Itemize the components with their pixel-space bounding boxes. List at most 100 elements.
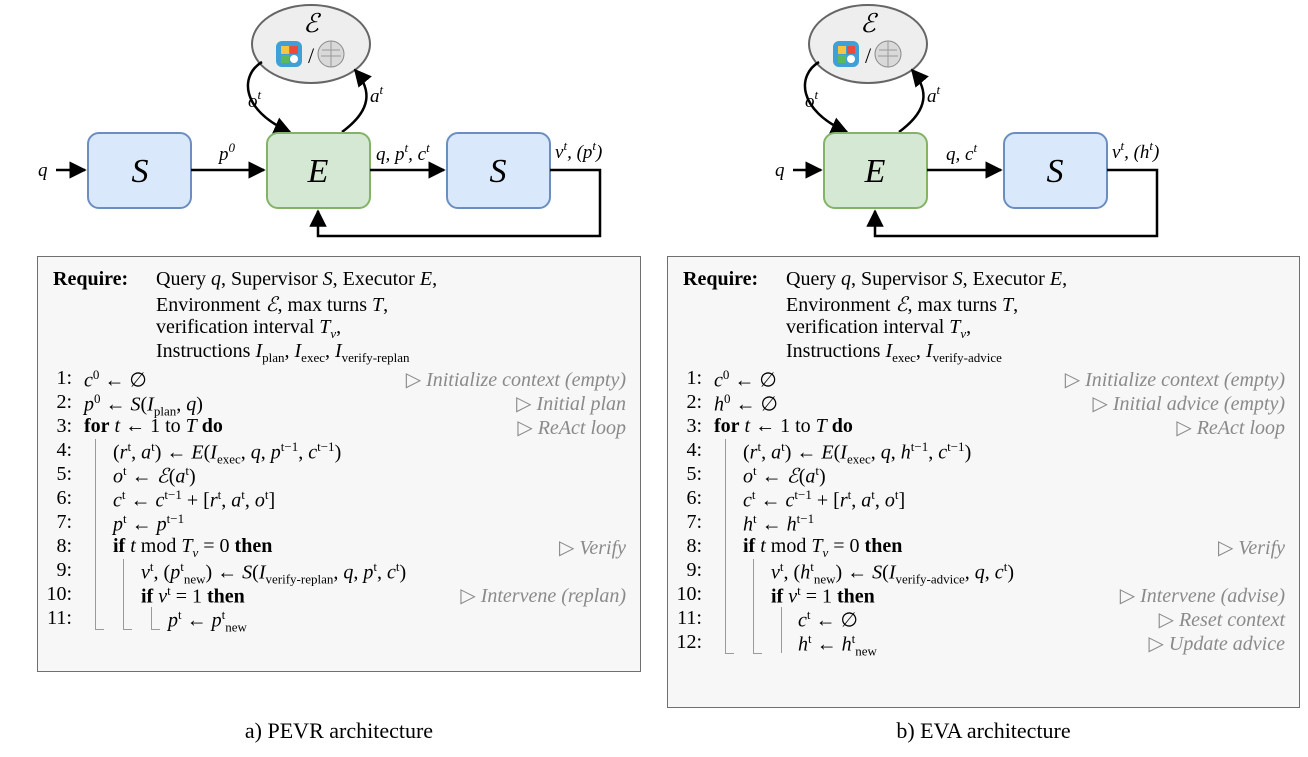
code-line: ot ← ℰ(at) — [743, 463, 826, 488]
code-line: ct ← ct−1 + [rt, at, ot] — [743, 487, 906, 512]
require-line: Environment ℰ, max turns T, — [786, 294, 1019, 316]
verify-output-label: vt, (ht) — [1112, 138, 1159, 163]
comment: ▷ Verify — [558, 537, 626, 559]
obs-label: ot — [805, 87, 819, 112]
code-line: pt ← pt−1 — [113, 511, 185, 536]
line-number: 1: — [56, 367, 72, 389]
comment: ▷ Initialize context (empty) — [405, 369, 626, 391]
code-line: vt, (ptnew) ← S(Iverify-replan, q, pt, c… — [141, 559, 407, 587]
line-number: 11: — [47, 607, 72, 629]
comment: ▷ Verify — [1217, 537, 1285, 559]
line-number: 2: — [56, 391, 72, 413]
act-label: at — [927, 82, 941, 107]
plan-label: p0 — [217, 140, 236, 165]
comment: ▷ ReAct loop — [1176, 417, 1285, 439]
executor-box-label: E — [864, 153, 886, 190]
comment: ▷ Intervene (replan) — [460, 585, 626, 607]
input-q-label: q — [38, 160, 48, 181]
code-line: if vt = 1 then — [141, 583, 245, 608]
eva-algorithm-box: Require: Query q, Supervisor S, Executor… — [667, 256, 1300, 708]
line-number: 3: — [686, 415, 702, 437]
require-line: verification interval Tv, — [156, 316, 342, 341]
line-number: 4: — [56, 439, 72, 461]
line-number: 2: — [686, 391, 702, 413]
search-engine-icon — [833, 41, 859, 67]
code-line: c0 ← ∅ — [84, 367, 147, 392]
line-number: 10: — [676, 583, 702, 605]
code-line: vt, (htnew) ← S(Iverify-advice, q, ct) — [771, 559, 1014, 587]
wikipedia-globe-icon — [874, 40, 902, 68]
code-line: p0 ← S(Iplan, q) — [84, 391, 203, 419]
for-block-bar — [725, 439, 734, 654]
line-number: 12: — [676, 631, 702, 653]
code-line: for t ← 1 to T do — [84, 415, 223, 437]
line-number: 7: — [686, 511, 702, 533]
line-number: 6: — [686, 487, 702, 509]
line-number: 8: — [56, 535, 72, 557]
act-label: at — [370, 82, 384, 107]
comment: ▷ Initialize context (empty) — [1064, 369, 1285, 391]
feedback-arrow — [866, 168, 1159, 238]
code-line: ht ← htnew — [798, 631, 877, 659]
feedback-arrow — [309, 168, 602, 238]
pevr-diagram: ℰ / ot at q S p0 E q, pt, ct — [38, 4, 602, 238]
line-number: 5: — [56, 463, 72, 485]
line-number: 3: — [56, 415, 72, 437]
action-arrow — [898, 68, 929, 134]
code-line: pt ← ptnew — [168, 607, 247, 635]
line-number: 4: — [686, 439, 702, 461]
exec-output-label: q, ct — [946, 140, 977, 165]
require-line: Instructions Iplan, Iexec, Iverify-repla… — [156, 340, 410, 365]
if-block-bar — [123, 559, 132, 630]
verifier-box-label: S — [490, 153, 507, 190]
exec-output-label: q, pt, ct — [376, 140, 430, 165]
require-line: Query q, Supervisor S, Executor E, — [156, 268, 438, 290]
line-number: 11: — [677, 607, 702, 629]
line-number: 10: — [46, 583, 72, 605]
line-number: 7: — [56, 511, 72, 533]
action-arrow — [341, 68, 372, 134]
line-number: 8: — [686, 535, 702, 557]
line-number: 9: — [56, 559, 72, 581]
if-block-bar — [753, 559, 762, 654]
executor-box-label: E — [307, 153, 329, 190]
comment: ▷ ReAct loop — [517, 417, 626, 439]
line-number: 9: — [686, 559, 702, 581]
require-keyword: Require: — [53, 268, 129, 290]
verify-output-label: vt, (pt) — [555, 138, 602, 163]
code-line: ct ← ∅ — [798, 607, 858, 632]
code-line: h0 ← ∅ — [714, 391, 778, 416]
inner-if-block-bar — [781, 607, 782, 653]
code-line: for t ← 1 to T do — [714, 415, 853, 437]
environment-slash: / — [308, 43, 315, 68]
require-keyword: Require: — [683, 268, 759, 290]
eva-diagram: ℰ / ot at q E q, ct S vt, (ht) — [775, 4, 1159, 238]
code-line: if vt = 1 then — [771, 583, 875, 608]
comment: ▷ Initial plan — [516, 393, 626, 415]
comment: ▷ Intervene (advise) — [1119, 585, 1285, 607]
comment: ▷ Update advice — [1148, 633, 1285, 655]
line-number: 6: — [56, 487, 72, 509]
line-number: 1: — [686, 367, 702, 389]
require-line: Instructions Iexec, Iverify-advice — [786, 340, 1002, 365]
obs-label: ot — [248, 87, 262, 112]
observation-arrow — [803, 60, 849, 134]
environment-symbol: ℰ — [860, 9, 878, 38]
code-line: (rt, at) ← E(Iexec, q, pt−1, ct−1) — [113, 439, 342, 467]
eva-caption: b) EVA architecture — [896, 718, 1071, 743]
line-number: 5: — [686, 463, 702, 485]
code-line: if t mod Tv = 0 then — [113, 535, 273, 560]
inner-if-block-bar — [151, 607, 160, 630]
code-line: (rt, at) ← E(Iexec, q, ht−1, ct−1) — [743, 439, 972, 467]
search-engine-icon — [276, 41, 302, 67]
code-line: c0 ← ∅ — [714, 367, 777, 392]
comment: ▷ Initial advice (empty) — [1092, 393, 1285, 415]
pevr-algorithm-box: Require: Query q, Supervisor S, Executor… — [37, 256, 641, 672]
environment-symbol: ℰ — [303, 9, 321, 38]
comment: ▷ Reset context — [1158, 609, 1285, 631]
for-block-bar — [95, 439, 104, 630]
require-line: verification interval Tv, — [786, 316, 972, 341]
code-line: ht ← ht−1 — [743, 511, 815, 536]
require-line: Query q, Supervisor S, Executor E, — [786, 268, 1068, 290]
supervisor-box-label: S — [1047, 153, 1064, 190]
